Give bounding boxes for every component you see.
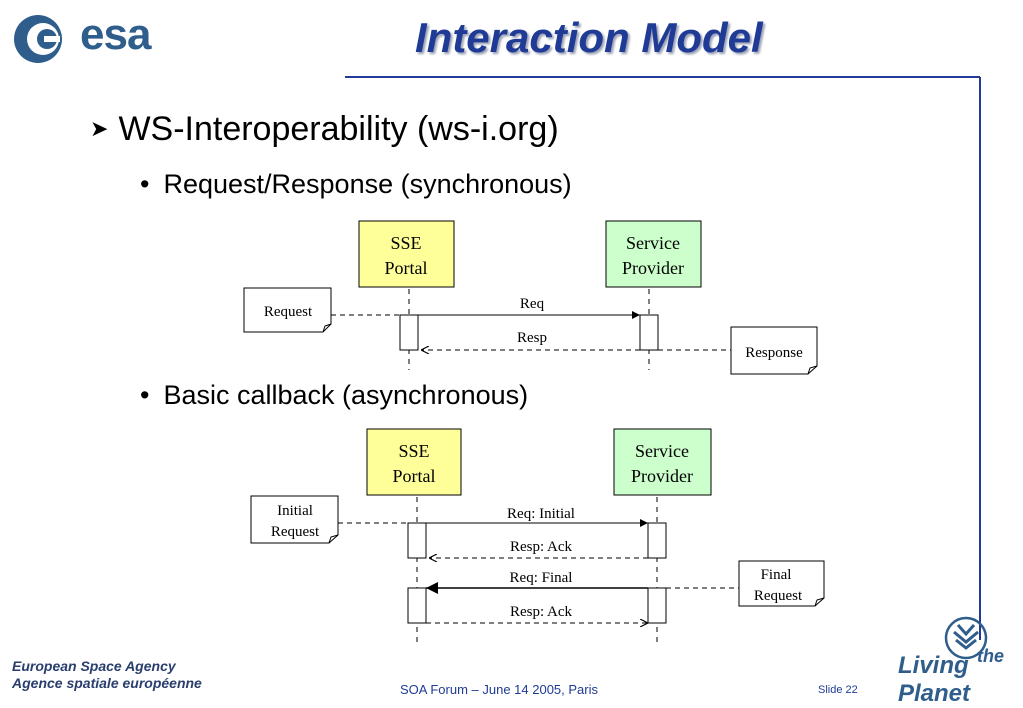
sub-bullet-async: • Basic callback (asynchronous) xyxy=(140,380,528,411)
main-bullet: ➤ WS-Interoperability (ws-i.org) xyxy=(90,110,559,149)
response-note-text: Response xyxy=(745,345,803,361)
req-initial-label: Req: Initial xyxy=(507,506,575,522)
initial-request-text-1: Initial xyxy=(277,503,313,519)
main-bullet-text: WS-Interoperability (ws-i.org) xyxy=(118,110,559,148)
sse-portal-box xyxy=(366,428,462,496)
provider-activation-1 xyxy=(647,522,667,559)
service-provider-label-2: Provider xyxy=(631,466,693,486)
brand-living-planet: Living Planet xyxy=(898,652,971,707)
service-provider-label-1: Service xyxy=(626,233,680,253)
sse-portal-label-2: Portal xyxy=(393,466,436,486)
response-note xyxy=(730,326,818,375)
esa-logo-icon xyxy=(14,15,62,63)
service-provider-label-2: Provider xyxy=(622,258,684,278)
provider-activation-2 xyxy=(647,587,667,624)
provider-activation xyxy=(639,314,659,351)
bullet-dot-icon: • xyxy=(140,380,150,410)
final-request-text-1: Final xyxy=(761,567,792,583)
initial-request-note xyxy=(250,495,339,544)
resp-ack-label-2: Resp: Ack xyxy=(510,604,573,620)
esa-logo-text: esa xyxy=(80,10,151,59)
request-note xyxy=(243,287,332,333)
req-final-label: Req: Final xyxy=(510,570,573,586)
bullet-dot-icon: • xyxy=(140,169,150,199)
sub-bullet-sync: • Request/Response (synchronous) xyxy=(140,169,572,200)
arrow-bullet-icon: ➤ xyxy=(90,116,109,141)
sse-portal-box xyxy=(358,220,455,288)
agency-name-fr: Agence spatiale européenne xyxy=(12,675,202,691)
resp-message-label: Resp xyxy=(517,330,547,346)
agency-name-en: European Space Agency xyxy=(12,658,176,674)
sse-activation xyxy=(399,314,419,351)
living-planet-emblem-icon xyxy=(944,616,988,660)
final-request-note xyxy=(738,560,825,607)
footer-event: SOA Forum – June 14 2005, Paris xyxy=(400,682,598,697)
sub-bullet-sync-text: Request/Response (synchronous) xyxy=(163,169,572,199)
agency-name: European Space Agency Agence spatiale eu… xyxy=(12,658,202,692)
service-provider-box xyxy=(605,220,702,288)
final-request-text-2: Request xyxy=(754,588,803,604)
service-provider-box xyxy=(613,428,712,496)
sse-portal-label-2: Portal xyxy=(385,258,428,278)
service-provider-label-1: Service xyxy=(635,441,689,461)
sse-portal-label-1: SSE xyxy=(390,233,421,253)
resp-ack-label-1: Resp: Ack xyxy=(510,539,573,555)
request-note-text: Request xyxy=(264,304,313,320)
initial-request-text-2: Request xyxy=(271,524,320,540)
req-message-label: Req xyxy=(520,296,545,312)
sse-activation-2 xyxy=(407,587,427,624)
page-title: Interaction Model xyxy=(415,14,763,61)
slide-number: Slide 22 xyxy=(818,684,858,696)
sub-bullet-async-text: Basic callback (asynchronous) xyxy=(163,380,529,410)
brand-the: the xyxy=(977,646,1004,666)
sse-portal-label-1: SSE xyxy=(398,441,429,461)
sse-activation-1 xyxy=(407,522,427,559)
